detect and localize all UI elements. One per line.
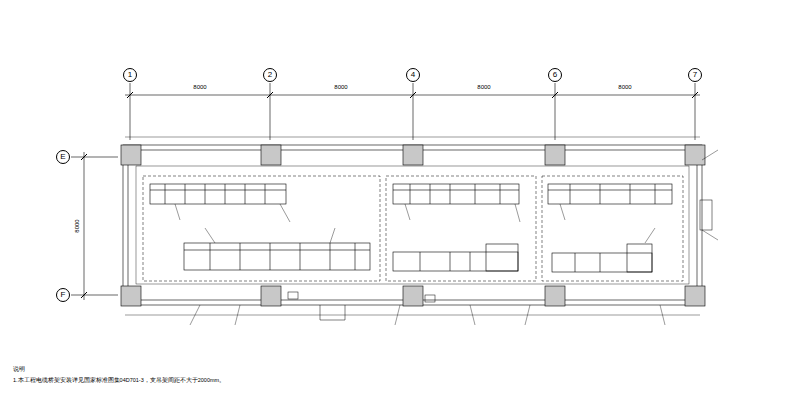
axis-bubble: 1: [123, 68, 137, 82]
note-text: 1.本工程电缆桥架安装详见国家标准图集04D701-3，支吊架间距不大于2000…: [12, 378, 226, 384]
axis-bubble: 7: [688, 68, 702, 82]
dimension-text: 8000: [192, 84, 207, 90]
axis-label: E: [60, 153, 65, 161]
axis-label: F: [61, 291, 66, 299]
axis-bubble: 2: [263, 68, 277, 82]
dimension-text: 8000: [617, 84, 632, 90]
axis-label: 2: [268, 71, 272, 79]
axis-label: 4: [411, 71, 415, 79]
axis-label: 1: [128, 71, 132, 79]
dimension-text: 8000: [74, 218, 80, 233]
dimension-text: 8000: [476, 84, 491, 90]
axis-bubble: 6: [548, 68, 562, 82]
axis-label: 7: [693, 71, 697, 79]
note-title: 说明: [12, 366, 26, 372]
axis-bubble: 4: [406, 68, 420, 82]
axis-bubble: E: [56, 150, 70, 164]
axis-label: 6: [553, 71, 557, 79]
axis-bubble: F: [56, 288, 70, 302]
dimension-text: 8000: [333, 84, 348, 90]
